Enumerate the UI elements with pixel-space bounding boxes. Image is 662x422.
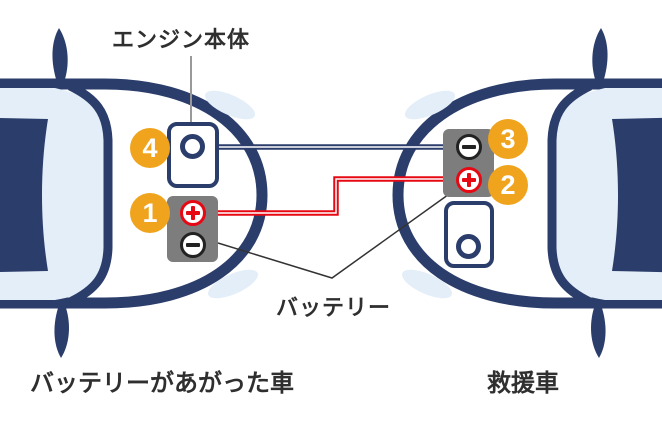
- dead-car-label: バッテリーがあがった車: [30, 370, 294, 397]
- step-badge-3: 3: [488, 119, 528, 159]
- plus-bar-v: [191, 206, 195, 220]
- minus-bar: [186, 243, 200, 247]
- dead-car-plus-terminal-icon: [180, 200, 206, 226]
- positive-jumper-cable-core: [204, 178, 462, 214]
- step-badge-2: 2: [488, 165, 528, 205]
- minus-bar: [462, 145, 476, 149]
- dead-car-engine-bolt-icon: [180, 134, 205, 159]
- step-badge-1: 1: [130, 193, 170, 233]
- engine-label: エンジン本体: [112, 27, 251, 52]
- rescue-car-label: 救援車: [487, 370, 559, 397]
- positive-jumper-cable: [204, 176, 462, 216]
- plus-bar-v: [467, 173, 471, 187]
- dead-car-minus-terminal-icon: [180, 232, 206, 258]
- battery-label-leader-line: [217, 191, 453, 279]
- rescue-car-minus-terminal-icon: [456, 134, 482, 160]
- rescue-car-plus-terminal-icon: [456, 167, 482, 193]
- rescue-car-engine-bolt-icon: [456, 234, 481, 259]
- battery-label: バッテリー: [276, 295, 392, 320]
- step-badge-4: 4: [130, 128, 170, 168]
